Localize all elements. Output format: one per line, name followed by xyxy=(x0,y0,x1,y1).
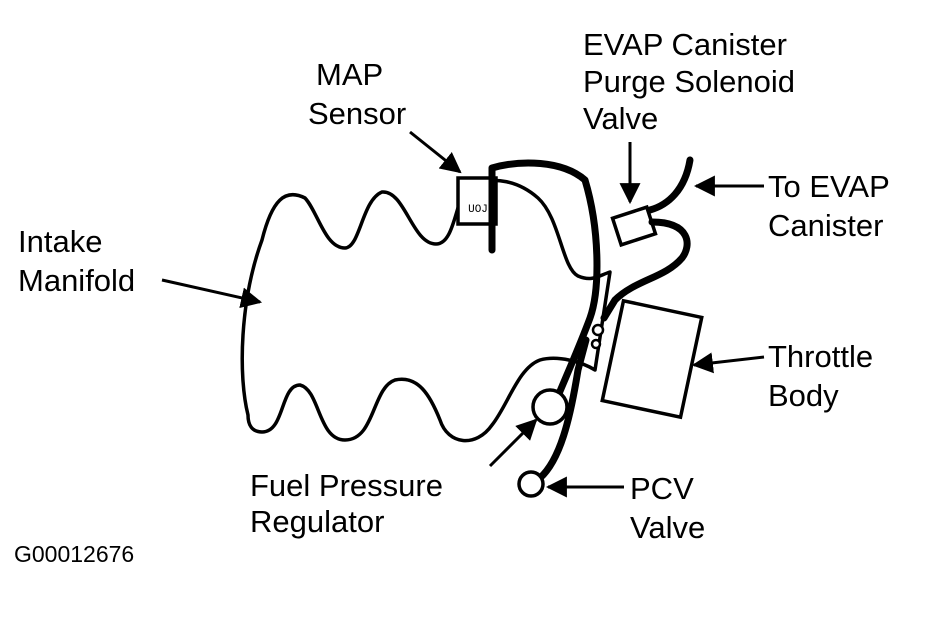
pcv-hose xyxy=(536,336,590,482)
intake-manifold-label: Intake Manifold xyxy=(18,224,135,298)
map-sensor-hose xyxy=(488,159,601,400)
evap-throttle-hose xyxy=(600,218,691,322)
evap-valve-label: EVAP Canister Purge Solenoid Valve xyxy=(583,27,804,136)
throttle-fitting-lower xyxy=(590,338,602,350)
evap-canister-hose xyxy=(646,156,694,214)
throttle-fitting-upper xyxy=(591,323,605,337)
fuel-pressure-regulator-label: Fuel Pressure Regulator xyxy=(250,468,452,539)
map-sensor-marking: UOJ xyxy=(468,204,488,216)
map-sensor-label: MAP Sensor xyxy=(308,57,406,131)
throttle-body-arrow xyxy=(691,352,765,374)
fuel-pressure-regulator xyxy=(531,388,569,426)
intake-manifold-outline xyxy=(240,178,612,443)
figure-id: G00012676 xyxy=(14,541,134,567)
fuel-pressure-regulator-arrow xyxy=(488,418,538,468)
pcv-valve xyxy=(517,470,545,498)
map-sensor-arrow xyxy=(409,130,462,174)
intake-manifold-arrow xyxy=(161,278,263,309)
throttle-body xyxy=(600,298,704,420)
to-evap-label: To EVAP Canister xyxy=(768,169,898,243)
pcv-valve-label: PCV Valve xyxy=(630,471,705,545)
throttle-body-label: Throttle Body xyxy=(768,339,882,413)
